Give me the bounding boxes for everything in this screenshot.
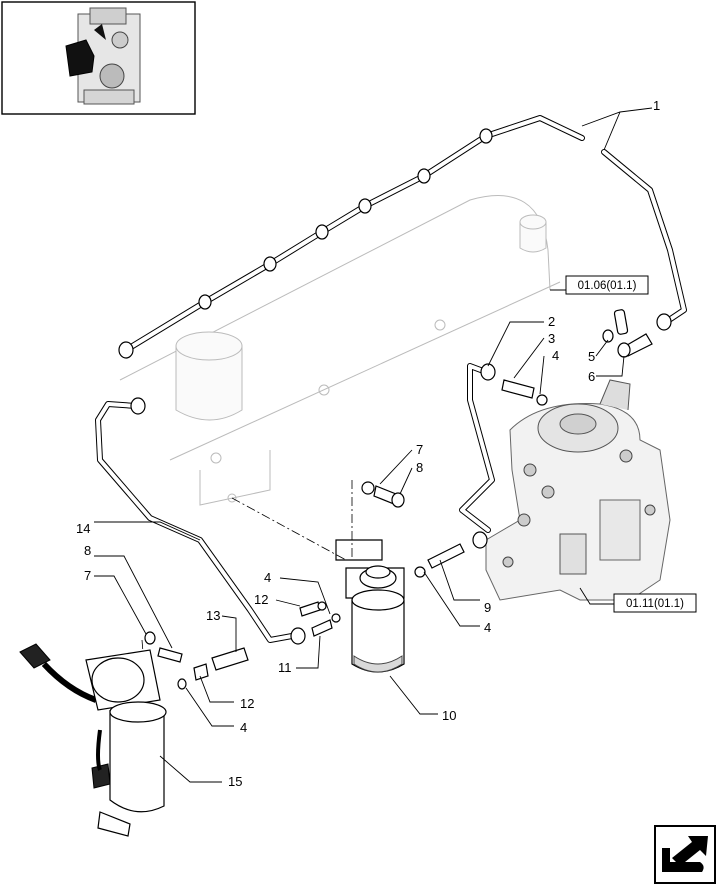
callout-labels: 1 2 3 4 5 6 7 8 14 8 7 4 12 13 11 9 4 12… [76,98,660,789]
leak-off-pipe [118,115,687,359]
callout-7-lower: 7 [84,568,91,583]
callout-1: 1 [653,98,660,113]
callout-8-lower: 8 [84,543,91,558]
callout-11: 11 [278,660,292,675]
callout-4-filter-top: 4 [264,570,271,585]
callout-5: 5 [588,349,595,364]
callout-8: 8 [416,460,423,475]
callout-4-lower: 4 [240,720,247,735]
callout-7: 7 [416,442,423,457]
reference-box-pump[interactable]: 01.11(01.1) [613,593,697,613]
callout-2: 2 [548,314,555,329]
reference-text-pump: 01.11(01.1) [626,598,684,610]
return-fitting [602,309,672,358]
bolt-7-8 [361,481,405,508]
injection-pump [485,379,671,601]
pump-supply-pipe [414,363,548,578]
callout-13: 13 [206,608,220,623]
leader-lines [94,107,653,783]
fuel-filter-10 [335,539,405,673]
callout-3: 3 [548,331,555,346]
callout-10: 10 [442,708,456,723]
callout-6: 6 [588,369,595,384]
callout-9: 9 [484,600,491,615]
fittings [177,601,341,690]
reference-text-top: 01.06(01.1) [578,280,637,292]
callout-4-pump: 4 [484,620,491,635]
fuel-filter-15 [19,631,183,837]
callout-12-lower: 12 [240,696,254,711]
callout-12: 12 [254,592,268,607]
pipe-14 [95,397,306,645]
engine-block-ghost [119,195,561,506]
reference-box-top[interactable]: 01.06(01.1) [565,275,649,295]
callout-14: 14 [76,521,90,536]
callout-4: 4 [552,348,559,363]
engine-thumbnail-icon[interactable] [1,1,196,115]
callout-15: 15 [228,774,242,789]
next-page-arrow-icon[interactable] [654,825,716,884]
